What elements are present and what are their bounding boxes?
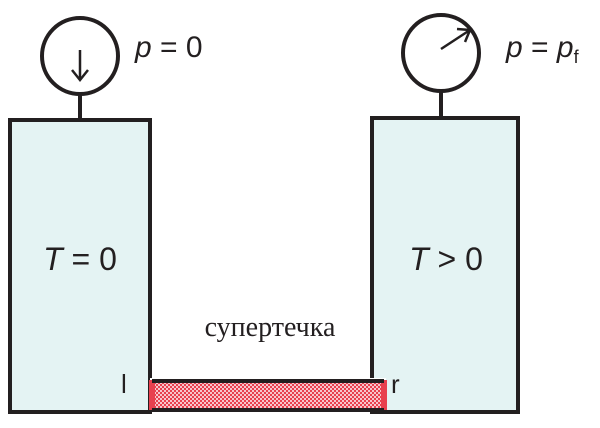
right-pressure-gauge (401, 13, 481, 118)
left-vessel (8, 118, 152, 414)
superleak-channel (149, 378, 387, 412)
left-pressure-gauge (40, 16, 120, 120)
right-temperature-label: T > 0 (409, 241, 483, 277)
arrow-down-icon (71, 50, 89, 83)
left-pressure-label: p = 0 (134, 31, 203, 64)
left-temperature-label: T = 0 (43, 241, 117, 277)
right-vessel (370, 116, 520, 414)
channel-label: супертечка (205, 312, 336, 343)
right-end-label: r (391, 369, 400, 399)
arrow-up-right-icon (440, 27, 472, 51)
right-pressure-label: p = pf (505, 31, 580, 67)
gauge-dial-icon (401, 13, 481, 93)
left-end-label: l (121, 369, 127, 399)
